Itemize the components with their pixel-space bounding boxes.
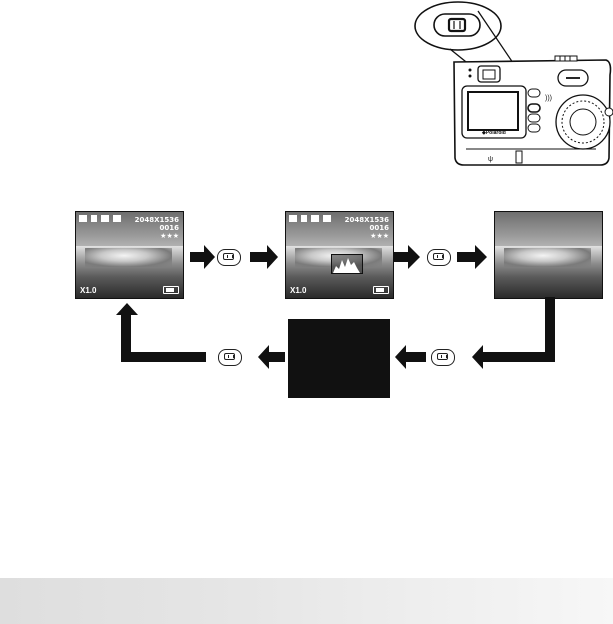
battery-icon [163,286,179,294]
svg-text:ψ: ψ [488,156,493,163]
image-count: 0016 [159,224,179,232]
arrow-down-left-icon [472,297,555,369]
arrow-right-icon [250,245,278,269]
arrow-left-icon [258,345,285,369]
lcd-screen-off [288,319,390,398]
svg-text:◆Polaroid: ◆Polaroid [481,130,506,136]
status-icons [289,215,331,222]
image-count: 0016 [369,224,389,232]
page-footer-band [0,578,613,624]
arrow-right-icon [457,245,487,269]
svg-text:))): ))) [545,95,552,102]
resolution-label: 2048X1536 [134,216,179,224]
lcd-screen-3 [494,211,603,299]
histogram-icon [331,254,363,274]
quality-stars: ★★★ [370,232,389,240]
quality-stars: ★★★ [160,232,179,240]
lcd-screen-2: 2048X1536 0016 ★★★ X1.0 [285,211,394,299]
arrow-right-icon [393,245,420,269]
arrow-up-icon [116,303,206,362]
battery-icon [373,286,389,294]
callout-button-icon [433,13,481,37]
zoom-label: X1.0 [290,286,307,295]
zoom-label: X1.0 [80,286,97,295]
lcd-screen-1: 2048X1536 0016 ★★★ X1.0 [75,211,184,299]
arrow-right-icon [190,245,215,269]
display-button-icon [427,249,451,266]
camera-illustration: ◆Polaroid ))) ψ [414,1,613,166]
arrow-left-icon [395,345,426,369]
display-button-icon [431,349,455,366]
display-button-icon [218,349,242,366]
display-button-icon [217,249,241,266]
resolution-label: 2048X1536 [344,216,389,224]
status-icons [79,215,121,222]
